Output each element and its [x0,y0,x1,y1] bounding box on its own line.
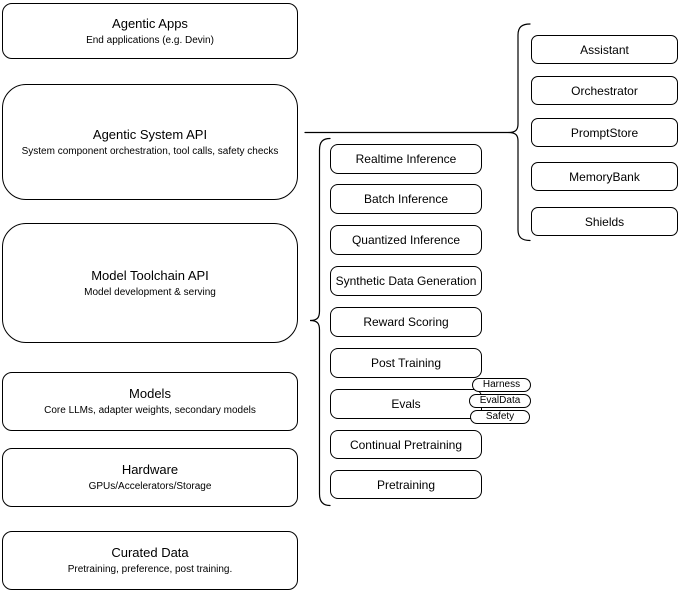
box-label: Orchestrator [571,83,638,98]
box-subtitle: GPUs/Accelerators/Storage [88,481,212,492]
box-label: Pretraining [376,477,436,492]
box-shields: Shields [531,207,678,236]
tag-label: Harness [482,379,521,390]
box-realtime-inference: Realtime Inference [330,144,482,174]
box-label: MemoryBank [569,169,640,184]
box-orchestrator: Orchestrator [531,76,678,105]
box-curated-data: Curated Data Pretraining, preference, po… [2,531,298,590]
box-label: PromptStore [570,125,639,140]
box-title: Model Toolchain API [91,267,209,283]
box-agentic-apps: Agentic Apps End applications (e.g. Devi… [2,3,298,59]
tag-label: Safety [485,411,515,422]
box-agentic-system-api: Agentic System API System component orch… [2,84,298,200]
box-subtitle: Model development & serving [84,286,216,298]
box-label: Realtime Inference [355,152,457,166]
box-subtitle: End applications (e.g. Devin) [86,34,214,46]
box-label: Evals [391,397,421,411]
box-title: Curated Data [111,545,189,560]
box-label: Batch Inference [363,192,449,206]
box-label: Quantized Inference [351,233,461,247]
box-hardware: Hardware GPUs/Accelerators/Storage [2,448,298,507]
box-pretraining: Pretraining [330,470,482,499]
tag-evaldata: EvalData [469,394,531,408]
tag-safety: Safety [470,410,530,424]
tag-label: EvalData [479,395,521,406]
box-assistant: Assistant [531,35,678,64]
box-subtitle: System component orchestration, tool cal… [21,145,279,157]
box-label: Shields [584,214,625,229]
box-title: Hardware [121,462,179,477]
box-reward-scoring: Reward Scoring [330,307,482,337]
box-post-training: Post Training [330,348,482,378]
box-models: Models Core LLMs, adapter weights, secon… [2,372,298,431]
box-continual-pretraining: Continual Pretraining [330,430,482,459]
box-label: Synthetic Data Generation [335,274,477,288]
box-label: Post Training [370,356,442,370]
system-brace [508,23,531,242]
box-evals: Evals [330,389,482,419]
box-label: Reward Scoring [363,315,449,329]
box-model-toolchain-api: Model Toolchain API Model development & … [2,223,298,343]
box-quantized-inference: Quantized Inference [330,225,482,255]
box-synthetic-data-generation: Synthetic Data Generation [330,266,482,296]
box-memorybank: MemoryBank [531,162,678,191]
box-promptstore: PromptStore [531,118,678,147]
box-title: Agentic Apps [112,15,188,31]
box-title: Models [129,386,171,401]
box-batch-inference: Batch Inference [330,184,482,214]
box-subtitle: Pretraining, preference, post training. [67,564,233,575]
box-label: Continual Pretraining [349,437,463,452]
box-subtitle: Core LLMs, adapter weights, secondary mo… [44,405,256,416]
toolchain-brace [309,137,331,507]
tag-harness: Harness [472,378,531,392]
box-title: Agentic System API [92,126,208,142]
box-label: Assistant [580,42,629,57]
